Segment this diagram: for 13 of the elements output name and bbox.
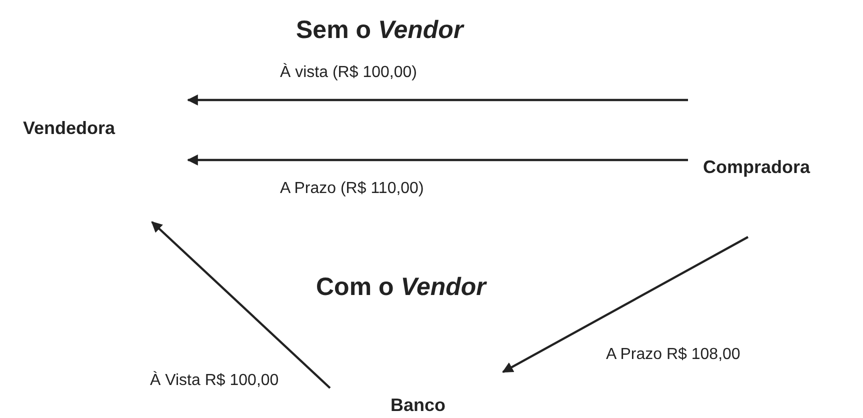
arrow	[502, 236, 749, 373]
node-label: Vendedora	[23, 118, 116, 139]
node-label: Compradora	[703, 157, 810, 178]
arrow	[186, 154, 688, 166]
edge-label: A Prazo R$ 108,00	[606, 346, 740, 364]
section-heading: Com o Vendor	[316, 273, 486, 302]
title: Sem o Vendor	[296, 16, 464, 45]
arrow	[151, 221, 331, 389]
node-label: Banco	[390, 395, 446, 416]
edge-label: À vista (R$ 100,00)	[280, 64, 417, 82]
arrow	[186, 94, 688, 106]
edge-label: A Prazo (R$ 110,00)	[280, 180, 424, 198]
edge-label: À Vista R$ 100,00	[150, 372, 279, 390]
